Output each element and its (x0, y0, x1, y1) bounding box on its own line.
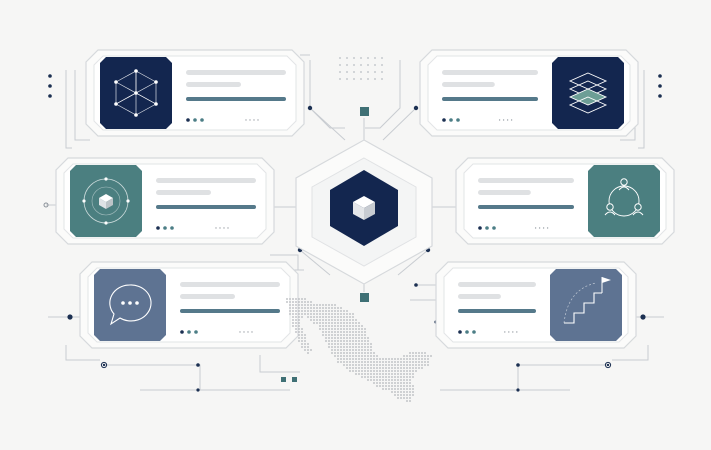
placeholder-accent-line (186, 97, 286, 101)
placeholder-accent-line (156, 205, 256, 209)
network-cube-icon (114, 69, 158, 117)
left-dot-stack (48, 74, 662, 98)
stacked-layers-icon (568, 72, 608, 114)
accent-squares (281, 107, 369, 382)
placeholder-line (442, 82, 495, 87)
placeholder-line (442, 70, 538, 75)
orbit-cube-icon (82, 177, 130, 225)
icon-tile (588, 165, 660, 237)
placeholder-line (180, 282, 280, 287)
placeholder-accent-line (180, 309, 280, 313)
top-dot-grid (339, 57, 383, 80)
placeholder-line (478, 178, 574, 183)
placeholder-line (156, 190, 211, 195)
cube-icon (353, 196, 375, 220)
pagination-dots (458, 330, 518, 334)
card-bottom-left (79, 261, 299, 349)
icon-tile (550, 269, 622, 341)
card-top-left (85, 49, 305, 137)
placeholder-line (156, 178, 256, 183)
card-bottom-right (435, 261, 637, 349)
card-mid-right (455, 157, 675, 245)
card-top-right (419, 49, 639, 137)
placeholder-line (458, 282, 536, 287)
stairs-flag-icon (563, 277, 611, 324)
placeholder-line (478, 190, 531, 195)
chat-bubble-icon (109, 284, 152, 326)
circuit-lines (46, 54, 668, 391)
pagination-dots (186, 118, 259, 122)
placeholder-line (458, 294, 501, 299)
icon-tile (94, 269, 166, 341)
card-mid-left (55, 157, 275, 245)
placeholder-line (180, 294, 235, 299)
pagination-dots (180, 330, 253, 334)
placeholder-accent-line (478, 205, 574, 209)
pagination-dots (442, 118, 513, 122)
placeholder-accent-line (442, 97, 538, 101)
pagination-dots (478, 226, 549, 230)
placeholder-accent-line (458, 309, 536, 313)
team-network-icon (604, 178, 644, 217)
pagination-dots (156, 226, 229, 230)
cards-layer (55, 49, 675, 349)
placeholder-line (186, 82, 241, 87)
mexico-dot-map-icon (286, 298, 432, 402)
hub (295, 139, 433, 285)
placeholder-line (186, 70, 286, 75)
